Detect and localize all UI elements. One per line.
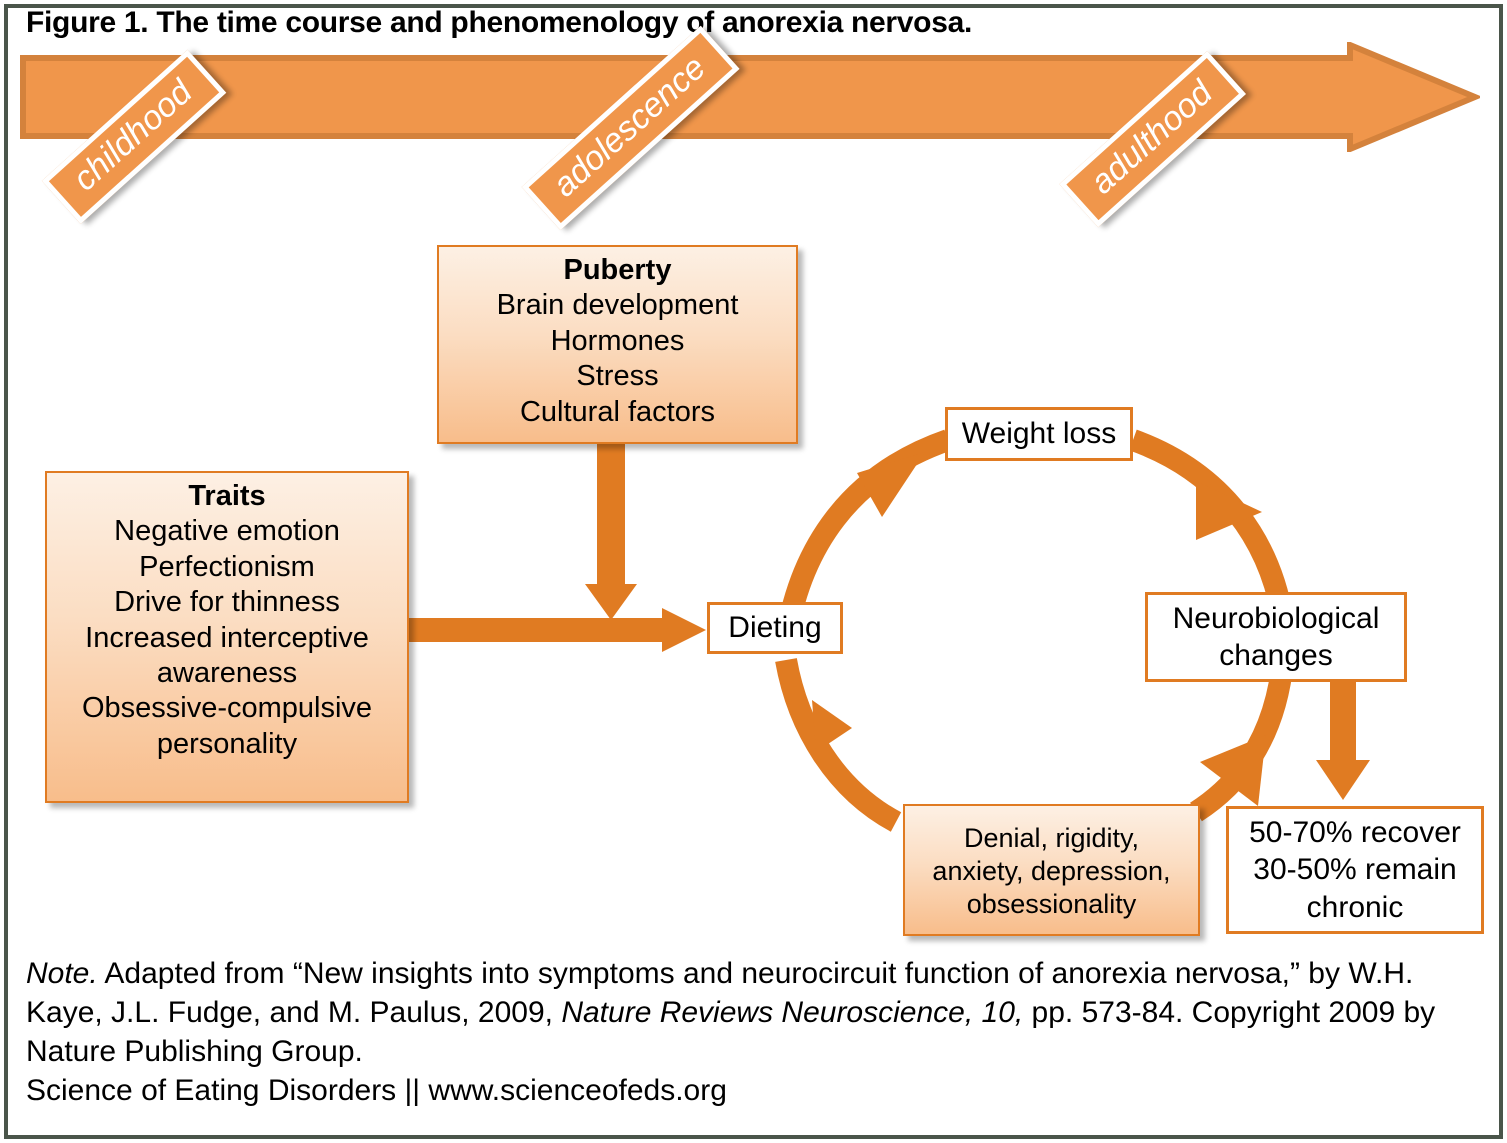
box-dieting: Dieting	[707, 602, 843, 654]
note-line-2: Kaye, J.L. Fudge, and M. Paulus, 2009, N…	[26, 993, 1481, 1032]
box-outcome-rates: 50-70% recover 30-50% remain chronic	[1226, 806, 1484, 934]
arrow-traits-to-dieting	[406, 608, 706, 652]
figure-note: Note. Adapted from “New insights into sy…	[26, 954, 1481, 1110]
box-puberty-header: Puberty	[563, 254, 672, 286]
box-neuro-line-2: changes	[1219, 639, 1333, 672]
box-dieting-label: Dieting	[728, 611, 822, 645]
box-neuro-line-1: Neurobiological	[1172, 601, 1380, 635]
arrow-neuro-to-outcome	[1316, 680, 1370, 800]
box-puberty: Puberty Brain development Hormones Stres…	[437, 245, 798, 444]
cycle-arc-neuro-to-denial	[1189, 658, 1294, 822]
box-weight-loss-label: Weight loss	[961, 417, 1117, 451]
box-outcome-line-3: chronic	[1306, 890, 1404, 924]
page-title: Figure 1. The time course and phenomenol…	[26, 6, 973, 39]
box-denial-line-3: obsessionality	[966, 888, 1137, 919]
note-line-2-prefix: Kaye, J.L. Fudge, and M. Paulus, 2009,	[26, 996, 562, 1029]
box-puberty-line-4: Cultural factors	[519, 395, 715, 428]
note-line-1: Note. Adapted from “New insights into sy…	[26, 954, 1481, 993]
box-traits-line-6: Obsessive-compulsive	[81, 692, 373, 725]
box-traits-line-2: Perfectionism	[139, 550, 315, 583]
note-line-2-suffix: pp. 573-84. Copyright 2009 by	[1023, 996, 1436, 1029]
note-journal: Nature Reviews Neuroscience, 10,	[561, 996, 1024, 1029]
box-traits-line-4: Increased interceptive	[85, 621, 369, 654]
box-traits-line-7: personality	[156, 727, 298, 760]
box-traits-line-1: Negative emotion	[114, 515, 340, 548]
cycle-arc-weightloss-to-neuro	[1129, 429, 1294, 622]
box-denial-line-1: Denial, rigidity,	[963, 823, 1140, 853]
box-outcome-line-2: 30-50% remain	[1253, 853, 1457, 887]
timeline-arrow	[20, 42, 1480, 152]
box-traits-header: Traits	[188, 480, 266, 512]
box-traits-line-3: Drive for thinness	[114, 586, 340, 619]
box-puberty-line-3: Stress	[576, 360, 659, 393]
box-denial-line-2: anxiety, depression,	[932, 855, 1171, 886]
note-line-1-text: Adapted from “New insights into symptoms…	[97, 957, 1414, 990]
note-line-4: Science of Eating Disorders || www.scien…	[26, 1074, 727, 1107]
note-line-3: Nature Publishing Group.	[26, 1035, 363, 1068]
box-traits: Traits Negative emotion Perfectionism Dr…	[45, 471, 409, 803]
box-outcome-line-1: 50-70% recover	[1249, 816, 1461, 850]
box-traits-line-5: awareness	[156, 656, 298, 689]
note-label: Note.	[26, 957, 98, 990]
box-puberty-line-2: Hormones	[550, 324, 685, 357]
box-puberty-line-1: Brain development	[496, 289, 739, 322]
box-weight-loss: Weight loss	[945, 407, 1133, 461]
arrow-puberty-to-dieting	[585, 444, 637, 620]
box-denial-rigidity: Denial, rigidity, anxiety, depression, o…	[903, 804, 1200, 936]
cycle-arc-denial-to-dieting	[775, 658, 902, 832]
box-neurobiological-changes: Neurobiological changes	[1145, 592, 1407, 682]
